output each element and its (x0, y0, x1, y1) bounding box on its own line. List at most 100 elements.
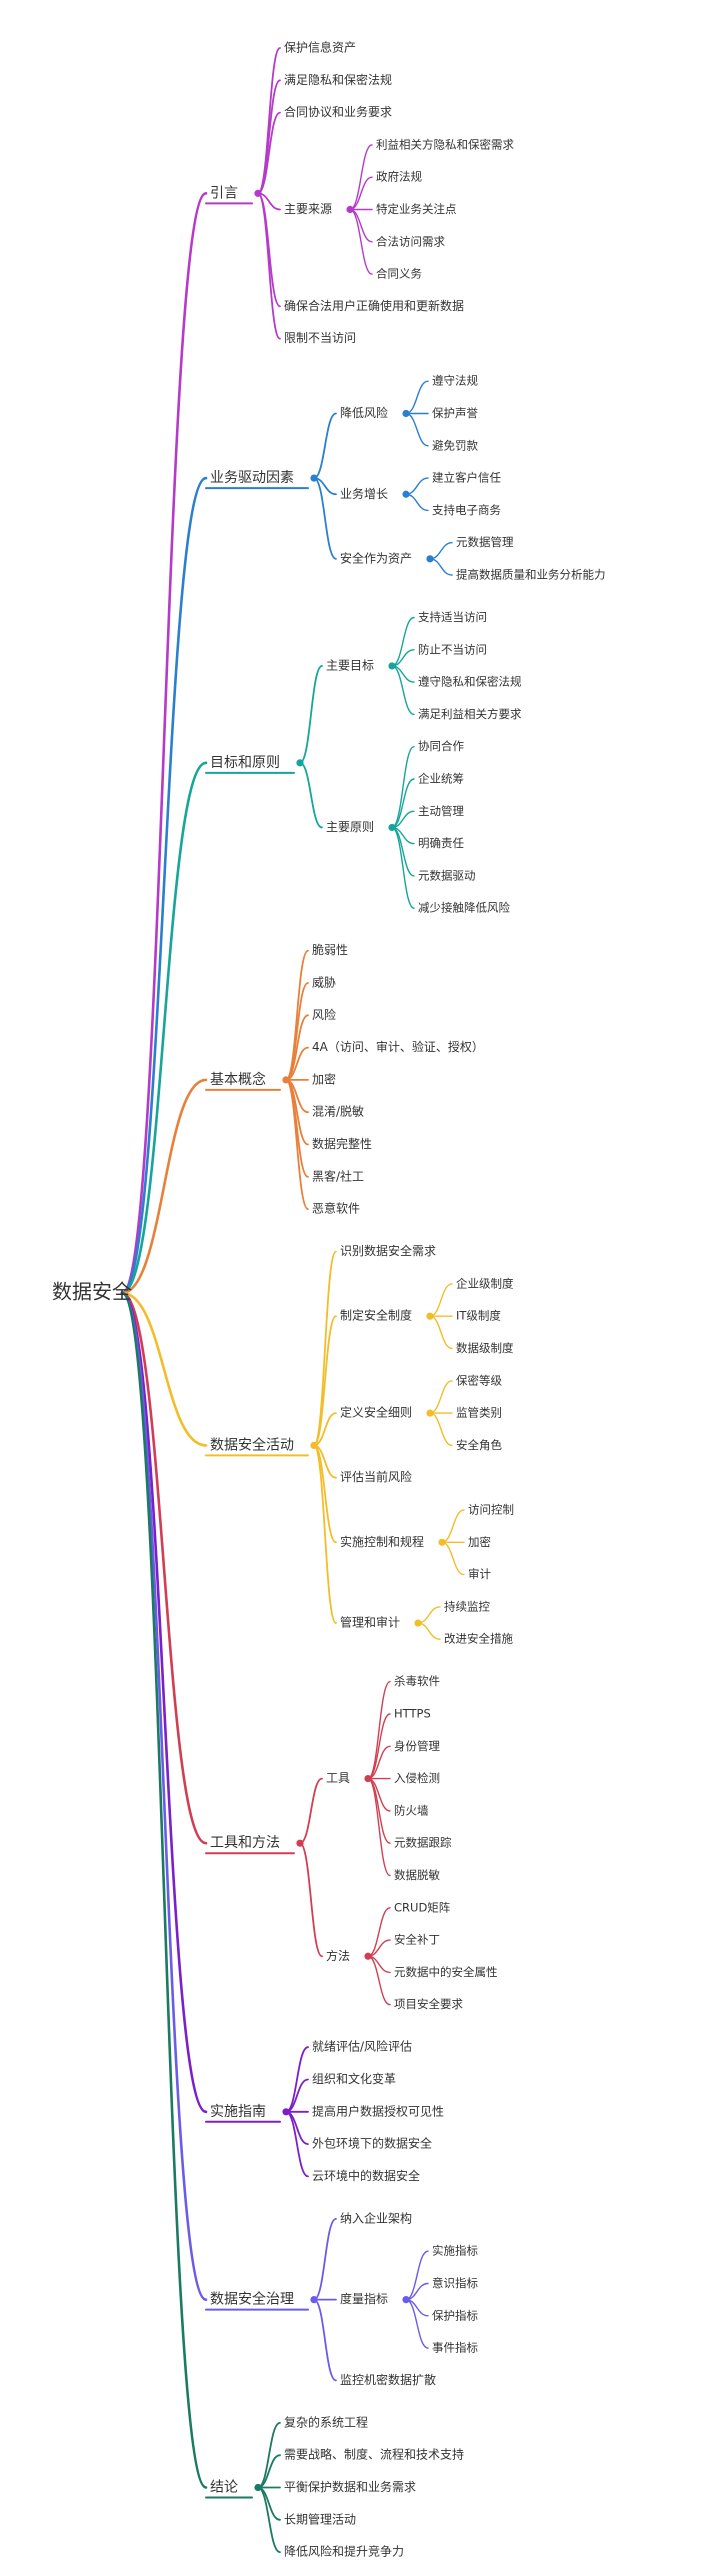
leaf-topic[interactable]: 改进安全措施 (444, 1632, 513, 1646)
leaf-topic[interactable]: 安全补丁 (394, 1933, 440, 1947)
leaf-topic[interactable]: 特定业务关注点 (376, 202, 457, 216)
subtopic[interactable]: 合同协议和业务要求 (284, 104, 392, 119)
subtopic[interactable]: 主要原则 (326, 820, 374, 834)
subtopic[interactable]: 主要来源 (284, 202, 332, 216)
leaf-topic[interactable]: 元数据驱动 (418, 868, 476, 882)
subtopic[interactable]: 数据完整性 (312, 1136, 372, 1151)
leaf-topic[interactable]: 入侵检测 (394, 1771, 440, 1785)
leaf-topic[interactable]: 意识指标 (432, 2276, 478, 2290)
leaf-topic[interactable]: CRUD矩阵 (394, 1900, 451, 1914)
subtopic[interactable]: 风险 (312, 1007, 336, 1022)
branch-topic[interactable]: 基本概念 (210, 1071, 266, 1088)
leaf-topic[interactable]: 合同义务 (376, 267, 422, 281)
branch-edge (120, 1291, 208, 2301)
leaf-topic[interactable]: 杀毒软件 (394, 1674, 440, 1688)
subtopic[interactable]: 定义安全细则 (340, 1405, 412, 1420)
subtopic[interactable]: 度量指标 (340, 2291, 388, 2306)
subtopic[interactable]: 外包环境下的数据安全 (312, 2136, 432, 2151)
leaf-topic[interactable]: 保护声誉 (432, 406, 478, 420)
branch-topic[interactable]: 实施指南 (210, 2104, 266, 2120)
subtopic[interactable]: 黑客/社工 (312, 1168, 364, 1183)
leaf-topic[interactable]: 实施指标 (432, 2244, 478, 2258)
leaf-topic[interactable]: 企业级制度 (456, 1276, 514, 1290)
branch-topic[interactable]: 引言 (210, 185, 238, 201)
subtopic[interactable]: 方法 (326, 1948, 350, 1963)
subtopic[interactable]: 业务增长 (340, 486, 388, 501)
leaf-topic[interactable]: 支持电子商务 (432, 503, 501, 517)
leaf-topic[interactable]: 企业统筹 (418, 772, 464, 786)
leaf-topic[interactable]: 加密 (468, 1535, 491, 1549)
subtopic[interactable]: 监控机密数据扩散 (340, 2372, 436, 2387)
leaf-topic[interactable]: 防火墙 (394, 1803, 429, 1817)
leaf-topic[interactable]: 审计 (468, 1567, 491, 1581)
subtopic[interactable]: 就绪评估/风险评估 (312, 2039, 412, 2054)
subtopic[interactable]: 工具 (326, 1771, 350, 1785)
subtopic[interactable]: 确保合法用户正确使用和更新数据 (284, 298, 464, 313)
leaf-topic[interactable]: 保密等级 (456, 1373, 502, 1387)
branch-topic[interactable]: 工具和方法 (210, 1835, 280, 1851)
subtopic[interactable]: 长期管理活动 (284, 2511, 356, 2526)
leaf-topic[interactable]: 遵守隐私和保密法规 (418, 675, 522, 689)
leaf-topic[interactable]: 利益相关方隐私和保密需求 (376, 137, 514, 151)
subtopic[interactable]: 云环境中的数据安全 (312, 2168, 420, 2183)
leaf-topic[interactable]: 政府法规 (376, 170, 422, 184)
leaf-topic[interactable]: HTTPS (394, 1707, 431, 1721)
leaf-topic[interactable]: 数据脱敏 (394, 1868, 440, 1882)
leaf-topic[interactable]: 协同合作 (418, 739, 464, 753)
root-topic[interactable]: 数据安全 (52, 1280, 132, 1304)
branch-topic[interactable]: 数据安全活动 (210, 1436, 294, 1453)
leaf-topic[interactable]: 满足利益相关方要求 (418, 707, 522, 721)
subtopic[interactable]: 主要目标 (326, 658, 374, 672)
leaf-topic[interactable]: 元数据管理 (456, 535, 514, 549)
subtopic[interactable]: 威胁 (312, 975, 336, 990)
leaf-topic[interactable]: IT级制度 (456, 1309, 501, 1323)
leaf-topic[interactable]: 遵守法规 (432, 374, 478, 388)
subtopic[interactable]: 满足隐私和保密法规 (284, 72, 392, 87)
leaf-topic[interactable]: 访问控制 (468, 1503, 514, 1517)
subtopic[interactable]: 脆弱性 (312, 942, 348, 957)
subtopic[interactable]: 加密 (312, 1071, 336, 1086)
leaf-topic[interactable]: 支持适当访问 (418, 610, 487, 624)
subtopic[interactable]: 制定安全制度 (340, 1308, 412, 1323)
branch-topic[interactable]: 结论 (210, 2480, 238, 2496)
leaf-topic[interactable]: 事件指标 (432, 2341, 478, 2355)
subtopic[interactable]: 安全作为资产 (340, 550, 412, 565)
subtopic[interactable]: 管理和审计 (340, 1615, 400, 1630)
leaf-topic[interactable]: 项目安全要求 (394, 1997, 463, 2011)
branch-topic[interactable]: 目标和原则 (210, 755, 280, 771)
leaf-topic[interactable]: 合法访问需求 (376, 234, 445, 248)
leaf-topic[interactable]: 保护指标 (432, 2308, 478, 2322)
leaf-topic[interactable]: 监管类别 (456, 1406, 502, 1420)
branch-topic[interactable]: 业务驱动因素 (210, 470, 294, 486)
subtopic[interactable]: 限制不当访问 (284, 331, 356, 345)
branch-topic[interactable]: 数据安全治理 (210, 2291, 294, 2308)
leaf-topic[interactable]: 明确责任 (418, 836, 464, 850)
subtopic[interactable]: 组织和文化变革 (312, 2071, 396, 2086)
leaf-topic[interactable]: 提高数据质量和业务分析能力 (456, 568, 606, 582)
subtopic[interactable]: 降低风险和提升竞争力 (284, 2544, 404, 2559)
leaf-topic[interactable]: 元数据跟踪 (394, 1836, 452, 1850)
subtopic[interactable]: 需要战略、制度、流程和技术支持 (284, 2447, 464, 2462)
leaf-topic[interactable]: 防止不当访问 (418, 642, 487, 656)
subtopic[interactable]: 实施控制和规程 (340, 1534, 424, 1549)
leaf-topic[interactable]: 安全角色 (456, 1438, 502, 1452)
subtopic[interactable]: 纳入企业架构 (340, 2210, 412, 2225)
subtopic[interactable]: 平衡保护数据和业务需求 (284, 2479, 416, 2494)
leaf-topic[interactable]: 持续监控 (444, 1599, 490, 1613)
leaf-topic[interactable]: 元数据中的安全属性 (394, 1965, 498, 1979)
subtopic[interactable]: 提高用户数据授权可见性 (312, 2103, 444, 2118)
subtopic[interactable]: 混淆/脱敏 (312, 1104, 364, 1119)
subtopic[interactable]: 4A（访问、审计、验证、授权） (312, 1039, 484, 1054)
subtopic[interactable]: 评估当前风险 (340, 1469, 412, 1484)
subtopic[interactable]: 恶意软件 (312, 1201, 360, 1216)
leaf-topic[interactable]: 避免罚款 (432, 438, 478, 452)
subtopic[interactable]: 识别数据安全需求 (340, 1243, 436, 1258)
subtopic[interactable]: 降低风险 (340, 405, 388, 420)
subtopic[interactable]: 保护信息资产 (284, 40, 356, 55)
leaf-topic[interactable]: 主动管理 (418, 804, 464, 818)
subtopic[interactable]: 复杂的系统工程 (284, 2414, 368, 2429)
leaf-topic[interactable]: 减少接触降低风险 (418, 901, 510, 915)
leaf-topic[interactable]: 建立客户信任 (432, 471, 501, 485)
leaf-topic[interactable]: 数据级制度 (456, 1341, 514, 1355)
leaf-topic[interactable]: 身份管理 (394, 1739, 440, 1753)
